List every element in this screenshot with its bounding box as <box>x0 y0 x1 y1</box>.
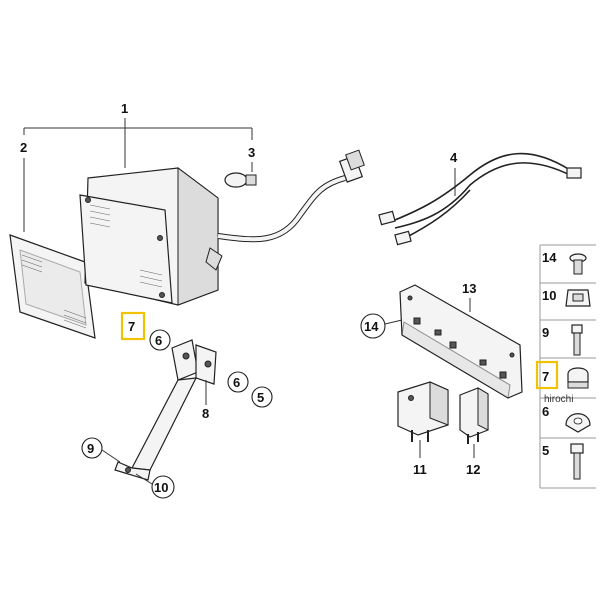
legend-item-6-label: 6 <box>542 404 549 419</box>
legend-item-10-label: 10 <box>542 288 556 303</box>
watermark: hirochi <box>544 394 573 405</box>
lens-part-2: 2 <box>9 140 96 339</box>
legend-item-14: 14 <box>542 250 587 275</box>
callout-13-label: 13 <box>462 281 476 296</box>
callout-1-group: 1 <box>23 101 253 168</box>
lamp-cable <box>217 149 365 243</box>
callout-2-label: 2 <box>20 140 27 155</box>
legend-item-10: 10 <box>542 288 591 307</box>
callout-10-group: 10 <box>135 473 175 499</box>
legend-item-7: 7 <box>535 360 589 390</box>
callout-10-label: 10 <box>154 480 168 495</box>
cap-nut-icon <box>567 367 589 383</box>
legend-item-9: 9 <box>542 324 583 356</box>
legend-column: 14 10 9 7 hirochi 6 <box>535 244 596 489</box>
bracket-part-8: 8 <box>114 339 217 481</box>
callout-1-label: 1 <box>121 101 128 116</box>
legend-item-5: 5 <box>542 443 584 480</box>
callout-11-label: 11 <box>413 462 427 477</box>
legend-item-7-label: 7 <box>542 369 549 384</box>
legend-item-9-label: 9 <box>542 325 549 340</box>
legend-highlight-box-7 <box>535 360 559 390</box>
callout-6b-group: 6 <box>227 371 249 393</box>
callout-6a-group: 6 <box>149 329 171 351</box>
highlight-box-7 <box>120 311 146 341</box>
legend-item-14-label: 14 <box>542 250 557 265</box>
callout-4-label: 4 <box>450 150 458 165</box>
wiring-harness-part-4: 4 <box>378 150 582 246</box>
relay-part-11: 11 <box>397 381 449 477</box>
callout-8-label: 8 <box>202 406 209 421</box>
callout-5-group: 5 <box>251 386 273 408</box>
bolt-icon <box>571 324 583 334</box>
callout-14-label: 14 <box>364 319 379 334</box>
fuse-part-12: 12 <box>459 387 489 477</box>
mounting-plate-part-13: 13 <box>399 281 523 399</box>
hex-screw-icon <box>570 443 584 454</box>
legend-item-6: 6 <box>542 404 591 433</box>
callout-12-label: 12 <box>466 462 480 477</box>
callout-14-group: 14 <box>360 313 403 339</box>
bulb-part-3: 3 <box>224 145 257 188</box>
callout-9-group: 9 <box>81 437 121 463</box>
callout-9-label: 9 <box>87 441 94 456</box>
callout-6a-label: 6 <box>155 333 162 348</box>
lamp-housing-part-1 <box>79 167 223 306</box>
callout-7-highlight-group: 7 <box>120 311 146 341</box>
callout-7-label: 7 <box>128 319 135 334</box>
callout-6b-label: 6 <box>233 375 240 390</box>
callout-5-label: 5 <box>257 390 264 405</box>
callout-3-label: 3 <box>248 145 255 160</box>
legend-item-5-label: 5 <box>542 443 549 458</box>
